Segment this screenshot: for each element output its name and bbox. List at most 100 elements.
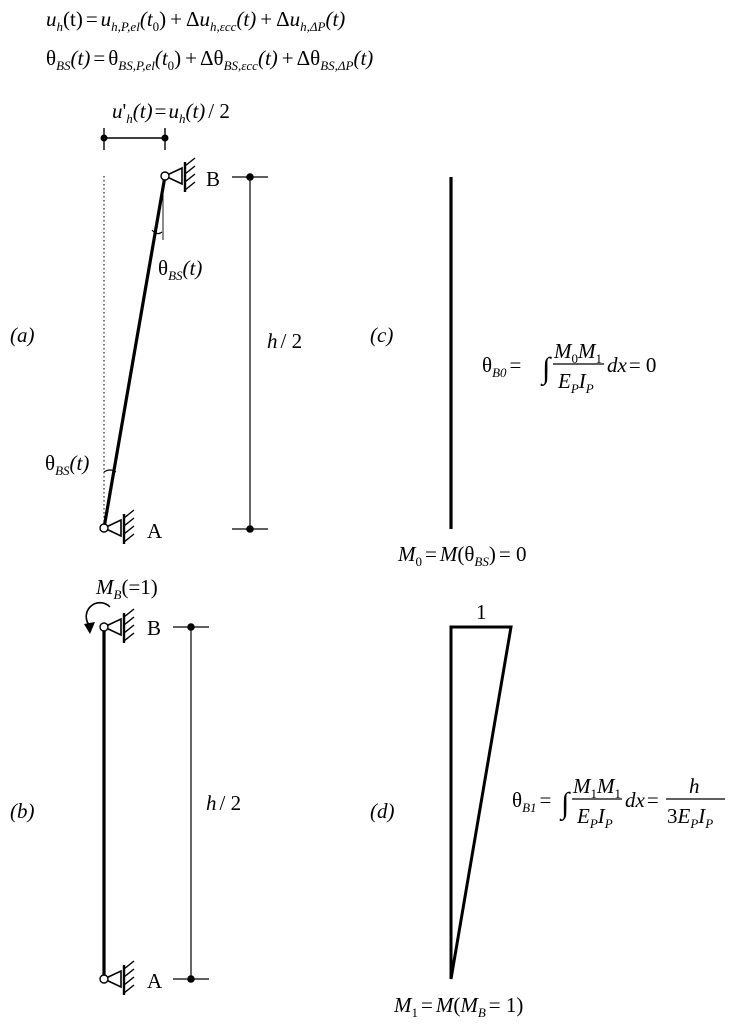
eq1-t2-arg: (t): [236, 7, 256, 31]
d-eq2: =: [647, 788, 659, 812]
eq1-t1-sub: h,P,el: [111, 19, 140, 34]
moment-label: MB(=1): [95, 575, 158, 602]
moment-var: M: [95, 575, 115, 599]
height-a-tail: / 2: [281, 329, 303, 353]
c-cap-close: ): [489, 542, 496, 566]
theta-bottom-label: θBS(t): [45, 451, 89, 478]
c-cap-fn: M: [439, 542, 459, 566]
eq1-t3-var: u: [290, 7, 301, 31]
height-label-a: h/ 2: [267, 329, 302, 353]
eq2-t3-pre: Δθ: [297, 46, 321, 70]
c-cap-open: (θ: [457, 542, 474, 566]
eq1-t1-var: u: [101, 7, 112, 31]
svg-text:EPIP: EPIP: [576, 804, 613, 831]
d-cap-eq: =: [421, 993, 433, 1017]
disp-var: u: [112, 99, 123, 123]
theta-top-arc: [151, 229, 163, 235]
moment-arrow-icon: [84, 601, 111, 634]
d-eq: =: [540, 788, 552, 812]
disp-tail: / 2: [208, 99, 230, 123]
displacement-label: u'h(t)=uh(t)/ 2: [112, 99, 230, 126]
eq1-lhs-var: u: [46, 7, 57, 31]
eq2-t1-sub: BS,P,el: [118, 58, 155, 73]
theta-top-label: θBS(t): [158, 256, 202, 283]
eq2-lhs-arg: (t): [71, 46, 91, 70]
eq2-t2-pre: Δθ: [200, 46, 224, 70]
c-lhs: θ: [482, 353, 492, 377]
c-result: = 0: [629, 353, 657, 377]
eq2-t2-arg: (t): [258, 46, 278, 70]
d-num-2: M: [596, 774, 616, 798]
support-a-icon: [99, 509, 135, 544]
c-lhs-sub: B0: [492, 365, 507, 380]
d-lhs-sub: B1: [522, 800, 536, 815]
theta-top-arg: (t): [183, 256, 203, 280]
svg-text:dx=: dx=: [625, 788, 659, 812]
equation-displacement: uh(t)=uh,P,el(t0)+Δuh,εcc(t)+Δuh,ΔP(t): [46, 7, 345, 34]
theta-bottom-arc: [103, 469, 117, 473]
d-r-den-1-sub: P: [689, 816, 698, 831]
height-b-var: h: [206, 791, 217, 815]
disp-rhs-var: u: [168, 99, 179, 123]
eq2-plus2: +: [282, 46, 294, 70]
node-b-label-2: B: [147, 616, 161, 640]
c-num-2: M: [577, 339, 597, 363]
d-r-den-1: E: [677, 804, 691, 828]
d-cap-arg-tail: = 1): [489, 993, 524, 1017]
eq1-t1-arg-close: ): [159, 7, 166, 31]
top-value-label: 1: [476, 600, 487, 624]
svg-text:θB1=: θB1 =: [512, 788, 551, 815]
svg-text:M0M1: M0M1: [553, 339, 602, 366]
c-eq: =: [510, 353, 522, 377]
svg-text:3EPIP: 3EPIP: [667, 804, 713, 831]
panel-c: (c) θB0= ∫ M0M1 EPIP dx= 0 M0=M(θBS)= 0: [370, 177, 656, 569]
d-lhs: θ: [512, 788, 522, 812]
disp-rhs-sub: h: [179, 111, 186, 126]
panel-d-label: (d): [370, 799, 395, 823]
eq1-t2-var: u: [200, 7, 211, 31]
d-den-2: I: [597, 804, 606, 828]
height-dimension-a: [232, 173, 268, 533]
svg-text:dx= 0: dx= 0: [607, 353, 656, 377]
c-cap-result: = 0: [499, 542, 527, 566]
support-b-icon: [160, 157, 196, 192]
eq2-lhs-var: θ: [46, 46, 56, 70]
theta-bottom-sub: BS: [55, 463, 70, 478]
d-cap-arg: M: [459, 993, 479, 1017]
height-label-b: h/ 2: [206, 791, 241, 815]
d-dx: dx: [625, 788, 646, 812]
eq2-t1-arg-open: (t: [155, 46, 169, 70]
eq1-t3-pre: Δ: [276, 7, 290, 31]
d-num-1-sub: 1: [591, 786, 598, 801]
panel-b: MB(=1) B A: [10, 575, 241, 995]
c-num-2-sub: 1: [596, 351, 603, 366]
eq1-lhs-arg: (t): [63, 7, 83, 31]
eq2-t1-arg-sub: 0: [168, 58, 175, 73]
eq2-t3-sub: BS,ΔP: [320, 58, 353, 73]
support-a-icon-2: [99, 960, 135, 995]
eq1-plus2: +: [260, 7, 272, 31]
panel-b-label: (b): [10, 799, 35, 823]
svg-text:EPIP: EPIP: [557, 369, 594, 396]
d-den-1: E: [576, 804, 590, 828]
panel-c-label: (c): [370, 323, 393, 347]
deformed-member: [102, 175, 167, 529]
disp-eq: =: [155, 99, 167, 123]
formula-theta-b0: θB0= ∫ M0M1 EPIP dx= 0: [482, 339, 656, 396]
eq2-t2-sub: BS,εcc: [224, 58, 259, 73]
c-num-1: M: [553, 339, 573, 363]
eq1-t1-arg-sub: 0: [153, 19, 160, 34]
d-r-den-2: I: [697, 804, 706, 828]
node-a-label: A: [147, 519, 163, 543]
height-a-var: h: [267, 329, 278, 353]
height-b-tail: / 2: [220, 791, 242, 815]
eq2-lhs-sub: BS: [56, 58, 71, 73]
c-den-1-sub: P: [570, 381, 579, 396]
eq1-lhs-sub: h: [57, 19, 64, 34]
eq1-t2-pre: Δ: [186, 7, 200, 31]
d-cap-arg-sub: B: [478, 1005, 486, 1020]
eq2-t1-var: θ: [108, 46, 118, 70]
c-cap-arg-sub: BS: [474, 554, 489, 569]
d-num-1: M: [572, 774, 592, 798]
theta-bottom-arg: (t): [70, 451, 90, 475]
